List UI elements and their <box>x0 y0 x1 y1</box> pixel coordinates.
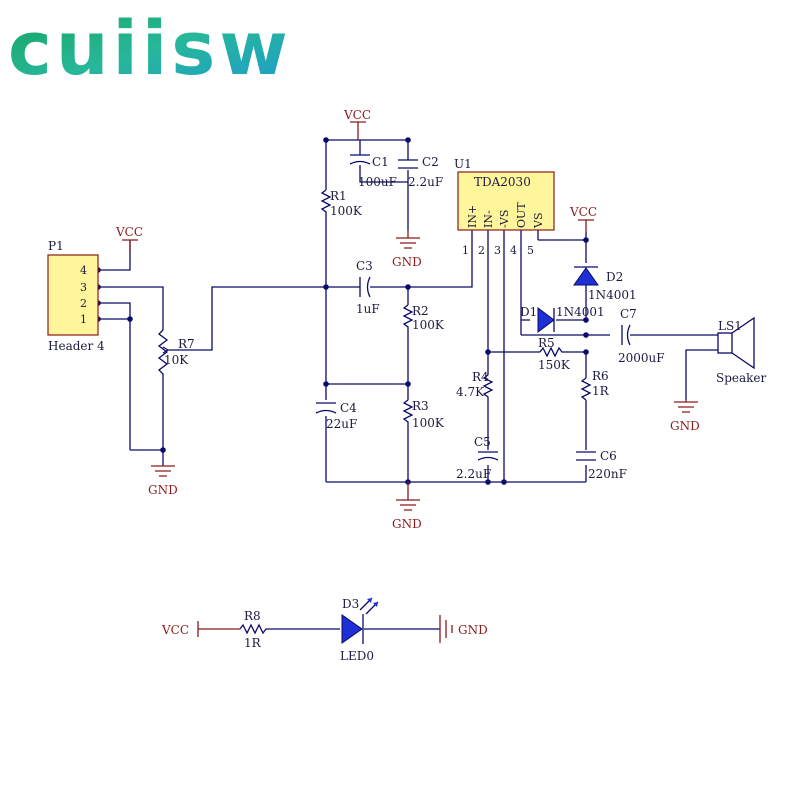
svg-text:C3: C3 <box>356 259 373 273</box>
gnd-label: GND <box>392 517 422 531</box>
svg-text:Speaker: Speaker <box>716 371 767 385</box>
svg-text:4.7K: 4.7K <box>456 385 485 399</box>
svg-text:1N4001: 1N4001 <box>556 305 605 319</box>
svg-text:10K: 10K <box>164 353 189 367</box>
svg-text:220nF: 220nF <box>588 467 627 481</box>
diode-d1: D1 1N4001 <box>520 305 605 333</box>
ic-pin-name: -VS <box>498 210 511 228</box>
svg-text:100K: 100K <box>412 416 445 430</box>
svg-text:R2: R2 <box>412 304 429 318</box>
capacitor-c5: C5 2.2uF <box>456 435 499 481</box>
gnd-label: GND <box>670 419 700 433</box>
vcc-symbol-led: VCC <box>161 623 189 637</box>
svg-text:R5: R5 <box>538 336 555 350</box>
resistor-r3: R3 100K <box>402 399 445 430</box>
header-pin-label: 3 <box>80 281 87 294</box>
vcc-symbol-header: VCC <box>115 225 143 252</box>
gnd-label: GND <box>392 255 422 269</box>
svg-text:100K: 100K <box>412 318 445 332</box>
svg-text:C5: C5 <box>474 435 491 449</box>
svg-text:150K: 150K <box>538 358 571 372</box>
header-name: Header 4 <box>48 339 105 353</box>
ic-pin-number: 4 <box>510 244 517 257</box>
potentiometer-r7: R7 10K <box>157 329 195 380</box>
gnd-symbol-c2: GND <box>392 230 422 269</box>
ic-pin-name: OUT <box>515 202 528 228</box>
gnd-label: GND <box>458 623 488 637</box>
gnd-symbol-led: GND <box>439 615 488 643</box>
svg-text:2.2uF: 2.2uF <box>408 175 443 189</box>
svg-text:C4: C4 <box>340 401 357 415</box>
ic-pin-number: 3 <box>494 244 501 257</box>
ic-pin-number: 5 <box>527 244 534 257</box>
svg-text:C1: C1 <box>372 155 389 169</box>
svg-text:C7: C7 <box>620 307 637 321</box>
led-d3: D3 LED0 <box>340 597 379 663</box>
resistor-r2: R2 100K <box>402 304 445 332</box>
diode-d2: D2 1N4001 <box>573 266 637 302</box>
svg-text:1R: 1R <box>592 384 610 398</box>
svg-text:1N4001: 1N4001 <box>588 288 637 302</box>
svg-text:LS1: LS1 <box>718 319 742 333</box>
brand-logo: cuiisw <box>8 6 292 92</box>
svg-text:R1: R1 <box>330 189 347 203</box>
ic-pin-number: 2 <box>478 244 485 257</box>
svg-text:2.2uF: 2.2uF <box>456 467 491 481</box>
capacitor-c1: C1 100uF <box>349 154 397 189</box>
capacitor-c4: C4 22uF <box>315 401 357 431</box>
capacitor-c6: C6 220nF <box>576 449 627 481</box>
header-pin-label: 2 <box>80 297 87 310</box>
header-ref: P1 <box>48 239 64 253</box>
resistor-r5: R5 150K <box>538 336 571 372</box>
vcc-symbol-top: VCC <box>343 108 371 140</box>
resistor-r1: R1 100K <box>320 189 363 218</box>
svg-text:D1: D1 <box>520 305 537 319</box>
vcc-label: VCC <box>343 108 371 122</box>
svg-text:R8: R8 <box>244 609 261 623</box>
svg-text:100K: 100K <box>330 204 363 218</box>
ic-pin-name: IN- <box>482 210 495 228</box>
ic-pin-name: VS <box>532 213 545 229</box>
gnd-symbol-speaker: GND <box>670 400 700 433</box>
svg-text:1R: 1R <box>244 636 262 650</box>
ic-pin-name: IN+ <box>466 205 479 228</box>
svg-text:C6: C6 <box>600 449 617 463</box>
speaker-ls1: LS1 Speaker <box>716 316 767 385</box>
resistor-r8: R8 1R <box>239 609 270 650</box>
resistor-r4: R4 4.7K <box>456 370 494 400</box>
ic-part: TDA2030 <box>474 175 531 189</box>
svg-text:D3: D3 <box>342 597 359 611</box>
svg-text:22uF: 22uF <box>326 417 357 431</box>
svg-text:D2: D2 <box>606 270 623 284</box>
header-pin-label: 1 <box>80 313 87 326</box>
svg-text:C2: C2 <box>422 155 439 169</box>
vcc-symbol-ic: VCC <box>569 205 597 232</box>
ic-ref: U1 <box>454 157 472 171</box>
wires <box>98 139 718 637</box>
gnd-symbol-header: GND <box>148 465 178 497</box>
svg-text:2000uF: 2000uF <box>618 351 665 365</box>
svg-text:R6: R6 <box>592 369 609 383</box>
ic-pin-number: 1 <box>462 244 469 257</box>
vcc-label: VCC <box>569 205 597 219</box>
ic-u1: U1 TDA2030 IN+ IN- -VS OUT VS 1 2 3 4 5 <box>454 157 555 257</box>
svg-text:1uF: 1uF <box>356 302 380 316</box>
svg-text:R7: R7 <box>178 337 195 351</box>
capacitor-c2: C2 2.2uF <box>398 155 443 189</box>
gnd-symbol-bottom: GND <box>392 482 422 531</box>
resistor-r6: R6 1R <box>580 369 610 401</box>
gnd-label: GND <box>148 483 178 497</box>
header-p1: P1 4 3 2 1 Header 4 <box>47 239 105 353</box>
capacitor-c7: C7 2000uF <box>618 307 665 365</box>
svg-text:R3: R3 <box>412 399 429 413</box>
header-pin-label: 4 <box>80 264 87 277</box>
svg-text:R4: R4 <box>472 370 489 384</box>
svg-text:LED0: LED0 <box>340 649 374 663</box>
svg-text:100uF: 100uF <box>358 175 397 189</box>
vcc-label: VCC <box>161 623 189 637</box>
capacitor-c3: C3 1uF <box>356 259 380 316</box>
vcc-label: VCC <box>115 225 143 239</box>
